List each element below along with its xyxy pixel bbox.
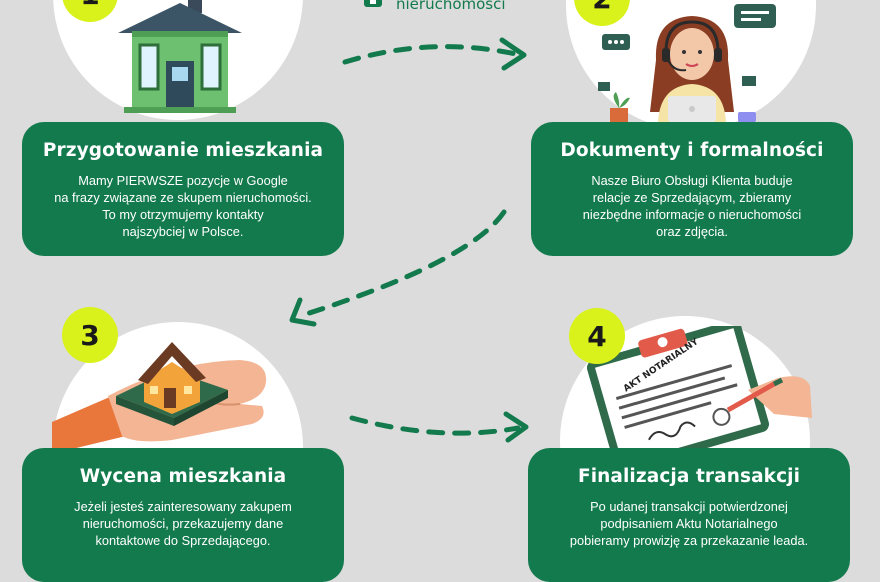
logo-icon <box>364 0 382 7</box>
step-3-title: Wycena mieszkania <box>79 466 287 487</box>
arrow-1-to-2 <box>342 44 519 65</box>
house-in-hand-icon <box>52 342 267 450</box>
step-1-card: Przygotowanie mieszkania Mamy PIERWSZE p… <box>22 122 344 256</box>
step-3-number-badge: 3 <box>62 307 118 363</box>
arrow-3-to-4-head <box>503 411 529 443</box>
arrow-3-to-4 <box>349 415 521 436</box>
step-1-title: Przygotowanie mieszkania <box>42 140 324 161</box>
arrow-1-to-2-head <box>499 37 527 71</box>
arrow-2-to-3 <box>297 209 507 319</box>
step-1-text: Mamy PIERWSZE pozycje w Google na frazy … <box>54 173 312 239</box>
consultant-icon <box>598 4 776 122</box>
house-icon <box>118 0 242 113</box>
step-2-text: Nasze Biuro Obsługi Klienta buduje relac… <box>582 173 802 239</box>
step-4-number-badge: 4 <box>569 308 625 364</box>
step-4-title: Finalizacja transakcji <box>577 466 801 487</box>
step-1-number-badge: 1 <box>62 0 118 22</box>
arrow-2-to-3-head <box>289 297 317 327</box>
flow-arrows <box>289 37 529 443</box>
notarial-deed-icon: AKT NOTARIALNY <box>587 326 812 448</box>
logo-text: nieruchomości <box>396 0 506 13</box>
step-2-card: Dokumenty i formalności Nasze Biuro Obsł… <box>531 122 853 256</box>
step-2-title: Dokumenty i formalności <box>560 140 824 161</box>
brand-logo: nieruchomości <box>362 0 506 15</box>
